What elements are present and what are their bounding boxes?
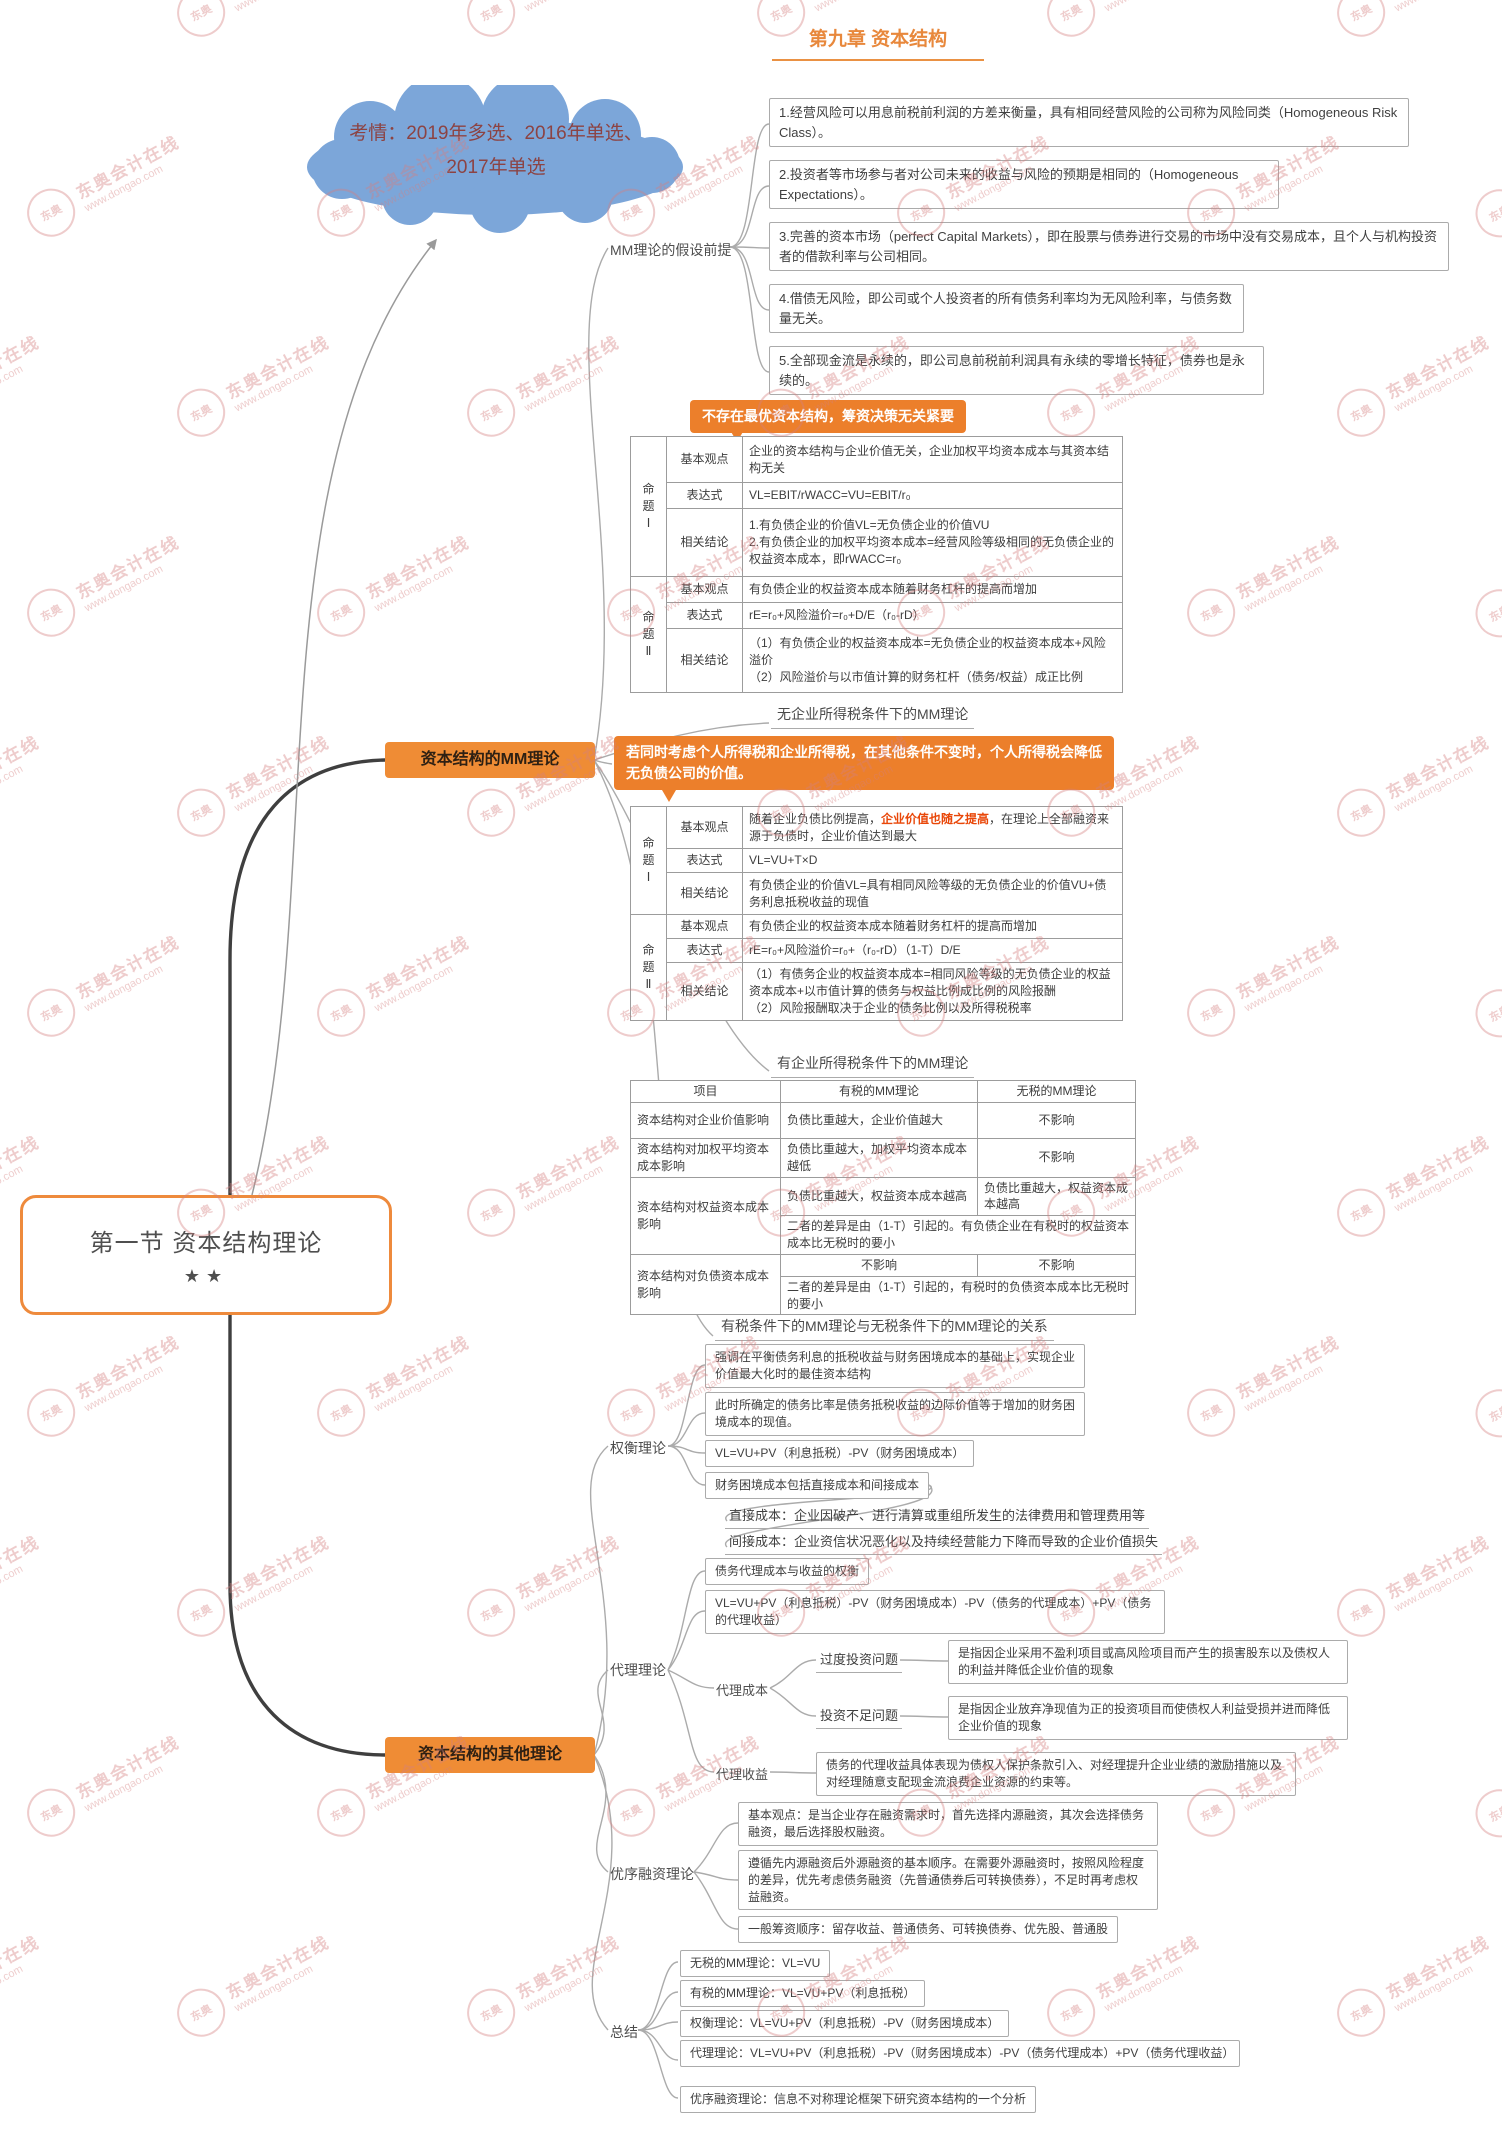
branch-mm-theory[interactable]: 资本结构的MM理论	[385, 742, 595, 778]
label-pecking-order-theory[interactable]: 优序融资理论	[610, 1866, 694, 1882]
label-overinvestment[interactable]: 过度投资问题	[816, 1648, 903, 1673]
view-text-post: ，在理论上全部融资来源于负债时，企业价值达到最大	[749, 811, 1110, 843]
label-underinvestment[interactable]: 投资不足问题	[816, 1704, 903, 1729]
cell-debt-note: 二者的差异是由（1-T）引起的，有税时的负债资本成本比无税时的要小	[780, 1275, 1136, 1316]
assumption-item-5[interactable]: 5.全部现金流是永续的，即公司息前税前利润具有永续的零增长特征，债券也是永续的。	[769, 346, 1264, 395]
cell-debt-no-tax: 不影响	[977, 1253, 1136, 1277]
cell-value-no-tax: 不影响	[977, 1102, 1136, 1139]
cell-p2-expr: rE=r₀+风险溢价=r₀+D/E（r₀-rD）	[742, 602, 1123, 629]
section-title-text: 第一节 资本结构理论	[89, 1230, 323, 1257]
assumption-item-2[interactable]: 2.投资者等市场参与者对公司未来的收益与风险的预期是相同的（Homogeneou…	[769, 160, 1279, 209]
agency-point-1[interactable]: 债务代理成本与收益的权衡	[705, 1558, 870, 1585]
cell-expr-label: 表达式	[666, 482, 743, 509]
cell-p2-concl: （1）有负债企业的权益资本成本=无负债企业的权益资本成本+风险溢价 （2）风险溢…	[742, 628, 1123, 693]
tradeoff-point-2[interactable]: 此时所确定的债务比率是债务抵税收益的边际价值等于增加的财务困境成本的现值。	[705, 1392, 1085, 1436]
comparison-header-tax: 有税的MM理论	[780, 1080, 978, 1103]
tradeoff-cost-types[interactable]: 财务困境成本包括直接成本和间接成本	[705, 1472, 930, 1499]
page-title: 第九章 资本结构	[772, 24, 984, 61]
cell-equity-label: 资本结构对权益资本成本影响	[630, 1176, 781, 1255]
cell-p1-concl: 1.有负债企业的价值VL=无负债企业的价值VU 2.有负债企业的加权平均资本成本…	[742, 508, 1123, 577]
tradeoff-indirect-cost[interactable]: 间接成本：企业资信状况恶化以及持续经营能力下降而导致的企业价值损失	[725, 1530, 1163, 1555]
cell-prop-2: 命题 Ⅱ	[630, 914, 667, 1021]
view-text-pre: 随着企业负债比例提高，	[749, 811, 882, 826]
summary-tradeoff[interactable]: 权衡理论：VL=VU+PV（利息抵税）-PV（财务困境成本）	[680, 2010, 1010, 2037]
cell-view-label: 基本观点	[666, 914, 743, 939]
pecking-order-sequence[interactable]: 一般筹资顺序：留存收益、普通债务、可转换债券、优先股、普通股	[738, 1916, 1119, 1943]
cell-equity-tax: 负债比重越大，权益资本成本越高	[780, 1176, 978, 1217]
summary-agency[interactable]: 代理理论：VL=VU+PV（利息抵税）-PV（财务困境成本）-PV（债务代理成本…	[680, 2040, 1240, 2067]
agency-formula[interactable]: VL=VU+PV（利息抵税）-PV（财务困境成本）-PV（债务的代理成本）+PV…	[705, 1590, 1165, 1634]
label-agency-cost[interactable]: 代理成本	[716, 1683, 769, 1698]
mm-comparison-table: 项目 有税的MM理论 无税的MM理论 资本结构对企业价值影响 负债比重越大，企业…	[630, 1080, 1136, 1316]
summary-tax-mm[interactable]: 有税的MM理论：VL=VU+PV（利息抵税）	[680, 1980, 926, 2007]
cell-view-label: 基本观点	[666, 576, 743, 603]
cell-value-label: 资本结构对企业价值影响	[630, 1102, 781, 1139]
cell-wacc-label: 资本结构对加权平均资本成本影响	[630, 1138, 781, 1178]
cell-p1-expr: VL=VU+T×D	[742, 848, 1123, 873]
callout-personal-tax[interactable]: 若同时考虑个人所得税和企业所得税，在其他条件不变时，个人所得税会降低无负债公司的…	[614, 736, 1114, 790]
cell-p1-view: 企业的资本结构与企业价值无关，企业加权平均资本成本与其资本结构无关	[742, 436, 1123, 483]
cell-concl-label: 相关结论	[666, 872, 743, 915]
branch-other-theories[interactable]: 资本结构的其他理论	[385, 1737, 595, 1773]
cell-view-label: 基本观点	[666, 806, 743, 849]
label-tradeoff-theory[interactable]: 权衡理论	[610, 1440, 666, 1456]
cell-expr-label: 表达式	[666, 602, 743, 629]
cell-p1-concl: 有负债企业的价值VL=具有相同风险等级的无负债企业的价值VU+债务利息抵税收益的…	[742, 872, 1123, 915]
underinvestment-desc[interactable]: 是指因企业放弃净现值为正的投资项目而使债权人利益受损并进而降低企业价值的现象	[948, 1696, 1348, 1740]
caption-comparison[interactable]: 有税条件下的MM理论与无税条件下的MM理论的关系	[715, 1316, 1054, 1341]
assumption-item-3[interactable]: 3.完善的资本市场（perfect Capital Markets），即在股票与…	[769, 222, 1449, 271]
mm-no-tax-table: 命题 Ⅰ 基本观点 企业的资本结构与企业价值无关，企业加权平均资本成本与其资本结…	[630, 436, 1123, 693]
pecking-point-2[interactable]: 遵循先内源融资后外源融资的基本顺序。在需要外源融资时，按照风险程度的差异，优先考…	[738, 1850, 1158, 1911]
callout-no-optimal-structure[interactable]: 不存在最优资本结构，筹资决策无关紧要	[690, 400, 966, 433]
root-node-section-title[interactable]: 第一节 资本结构理论 ★★	[20, 1195, 392, 1315]
cell-prop-1: 命题 Ⅰ	[630, 436, 667, 577]
agency-benefit-desc[interactable]: 债务的代理收益具体表现为债权人保护条款引入、对经理提升企业业绩的激励措施以及对经…	[816, 1752, 1296, 1796]
summary-pecking[interactable]: 优序融资理论：信息不对称理论框架下研究资本结构的一个分析	[680, 2086, 1037, 2113]
comparison-header-no-tax: 无税的MM理论	[977, 1080, 1136, 1103]
label-agency-theory[interactable]: 代理理论	[610, 1662, 666, 1678]
cell-equity-note: 二者的差异是由（1-T）引起的。有负债企业在有税时的权益资本成本比无税时的要小	[780, 1215, 1136, 1255]
overinvestment-desc[interactable]: 是指因企业采用不盈利项目或高风险项目而产生的损害股东以及债权人的利益并降低企业价…	[948, 1640, 1348, 1684]
cell-wacc-tax: 负债比重越大，加权平均资本成本越低	[780, 1138, 978, 1178]
cell-equity-no-tax: 负债比重越大，权益资本成本越高	[977, 1176, 1136, 1217]
assumption-item-1[interactable]: 1.经营风险可以用息前税前利润的方差来衡量，具有相同经营风险的公司称为风险同类（…	[769, 98, 1409, 147]
label-agency-benefit[interactable]: 代理收益	[716, 1767, 769, 1782]
label-mm-assumptions[interactable]: MM理论的假设前提	[610, 242, 732, 258]
assumption-item-4[interactable]: 4.借债无风险，即公司或个人投资者的所有债务利率均为无风险利率，与债务数量无关。	[769, 284, 1244, 333]
tradeoff-direct-cost[interactable]: 直接成本：企业因破产、进行清算或重组所发生的法律费用和管理费用等	[725, 1504, 1150, 1529]
tradeoff-formula[interactable]: VL=VU+PV（利息抵税）-PV（财务困境成本）	[705, 1440, 975, 1467]
tradeoff-point-1[interactable]: 强调在平衡债务利息的抵税收益与财务困境成本的基础上，实现企业价值最大化时的最佳资…	[705, 1344, 1085, 1388]
cell-concl-label: 相关结论	[666, 508, 743, 577]
cell-expr-label: 表达式	[666, 938, 743, 963]
cloud-shape-icon	[307, 75, 683, 233]
comparison-header-item: 项目	[630, 1080, 781, 1103]
cell-p1-expr: VL=EBIT/rWACC=VU=EBIT/r₀	[742, 482, 1123, 509]
caption-mm-no-tax[interactable]: 无企业所得税条件下的MM理论	[771, 704, 975, 729]
cell-debt-label: 资本结构对负债资本成本影响	[630, 1253, 781, 1316]
cell-concl-label: 相关结论	[666, 628, 743, 693]
cell-p2-view: 有负债企业的权益资本成本随着财务杠杆的提高而增加	[742, 914, 1123, 939]
cell-prop-2: 命题 Ⅱ	[630, 576, 667, 693]
caption-mm-tax[interactable]: 有企业所得税条件下的MM理论	[771, 1053, 975, 1078]
exam-note-text: 考情：2019年多选、2016年单选、2017年单选	[349, 123, 643, 179]
cell-expr-label: 表达式	[666, 848, 743, 873]
mm-tax-table: 命题 Ⅰ 基本观点 随着企业负债比例提高，企业价值也随之提高，在理论上全部融资来…	[630, 806, 1123, 1021]
callout-pointer-icon	[662, 790, 676, 802]
cell-p2-concl: （1）有债务企业的权益资本成本=相同风险等级的无负债企业的权益资本成本+以市值计…	[742, 962, 1123, 1021]
label-summary[interactable]: 总结	[610, 2024, 638, 2040]
section-stars: ★★	[183, 1266, 229, 1286]
cell-wacc-no-tax: 不影响	[977, 1138, 1136, 1178]
cell-p2-view: 有负债企业的权益资本成本随着财务杠杆的提高而增加	[742, 576, 1123, 603]
cell-debt-tax: 不影响	[780, 1253, 978, 1277]
exam-note-cloud[interactable]: 考情：2019年多选、2016年单选、2017年单选	[300, 75, 690, 237]
pecking-point-1[interactable]: 基本观点：是当企业存在融资需求时，首先选择内源融资，其次会选择债务融资，最后选择…	[738, 1802, 1158, 1846]
cell-value-tax: 负债比重越大，企业价值越大	[780, 1102, 978, 1139]
cell-p1-view: 随着企业负债比例提高，企业价值也随之提高，在理论上全部融资来源于负债时，企业价值…	[742, 806, 1123, 849]
summary-no-tax-mm[interactable]: 无税的MM理论：VL=VU	[680, 1950, 831, 1977]
cell-concl-label: 相关结论	[666, 962, 743, 1021]
cell-view-label: 基本观点	[666, 436, 743, 483]
view-text-highlight: 企业价值也随之提高	[881, 811, 990, 826]
cell-prop-1: 命题 Ⅰ	[630, 806, 667, 915]
cell-p2-expr: rE=r₀+风险溢价=r₀+（r₀-rD）（1-T）D/E	[742, 938, 1123, 963]
